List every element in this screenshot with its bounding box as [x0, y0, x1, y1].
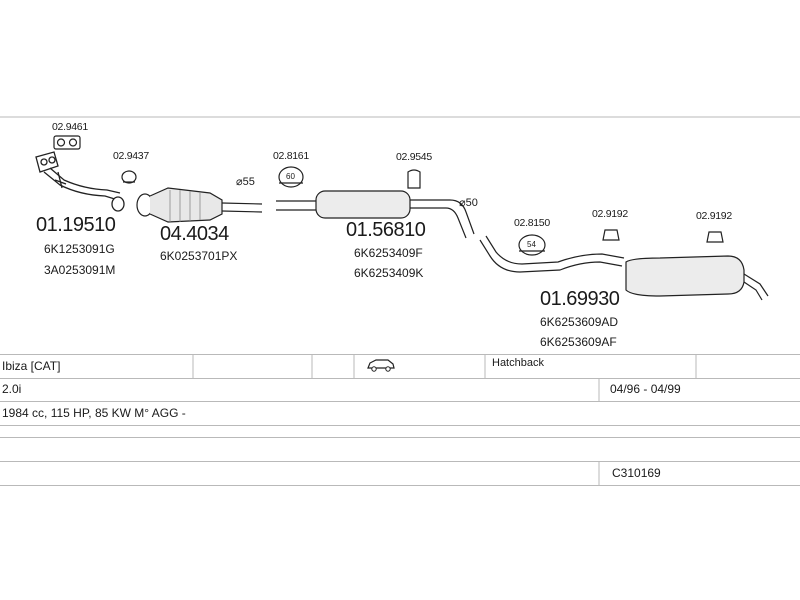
vehicle-row-code: C310169: [0, 462, 800, 486]
part-number: 01.69930: [540, 288, 620, 310]
vehicle-row-model: Ibiza [CAT] Hatchback: [0, 354, 800, 379]
vehicle-model: Ibiza [CAT]: [2, 359, 61, 373]
fitting-ref: 02.8161: [273, 150, 309, 162]
oe-number: 6K6253409F: [354, 246, 423, 260]
oe-number: 6K6253609AF: [540, 335, 617, 349]
vehicle-body-type: Hatchback: [492, 357, 544, 369]
oe-number: 3A0253091M: [44, 263, 116, 277]
vehicle-row-specs: 1984 cc, 115 HP, 85 KW M° AGG -: [0, 402, 800, 426]
pipe-diameter-label: ⌀50: [459, 197, 478, 209]
part-number: 01.19510: [36, 214, 116, 236]
clamp-60-fitting: [278, 166, 304, 188]
oe-number: 6K1253091G: [44, 242, 115, 256]
fitting-ref: 02.9461: [52, 121, 88, 133]
rear-silencer-part: [479, 235, 769, 301]
car-icon: [366, 357, 396, 378]
pipe-diameter-label: ⌀55: [236, 176, 255, 188]
fitting-ref: 02.8150: [514, 217, 550, 229]
vehicle-row-blank: [0, 438, 800, 462]
oe-number: 6K6253409K: [354, 266, 424, 280]
fitting-ref: 02.9437: [113, 150, 149, 162]
fitting-ref: 02.9545: [396, 151, 432, 163]
clamp-size-label: 60: [286, 172, 295, 181]
catalog-code: C310169: [612, 466, 661, 480]
oe-number: 6K0253701PX: [160, 249, 238, 263]
middle-silencer-part: [276, 190, 475, 239]
fitting-ref: 02.9192: [696, 210, 732, 222]
part-number: 04.4034: [160, 223, 229, 245]
front-pipe-part: [35, 151, 125, 212]
fitting-ref: 02.9192: [592, 208, 628, 220]
clamp-54-fitting: [518, 234, 546, 256]
rubber-hanger-fitting: [706, 231, 724, 243]
oe-number: 6K6253609AD: [540, 315, 619, 329]
hanger-fitting: [407, 169, 421, 189]
vehicle-engine: 2.0i: [2, 382, 22, 396]
vehicle-row-engine: 2.0i 04/96 - 04/99: [0, 378, 800, 402]
vehicle-years: 04/96 - 04/99: [610, 382, 681, 396]
clamp-size-label: 54: [527, 240, 536, 249]
gasket-fitting: [53, 135, 81, 150]
clamp-fitting: [121, 170, 137, 184]
rubber-hanger-fitting: [602, 229, 620, 241]
vehicle-row-blank: [0, 426, 800, 438]
catalytic-converter-part: [136, 187, 263, 223]
part-number: 01.56810: [346, 219, 426, 241]
vehicle-specs: 1984 cc, 115 HP, 85 KW M° AGG -: [2, 406, 186, 420]
